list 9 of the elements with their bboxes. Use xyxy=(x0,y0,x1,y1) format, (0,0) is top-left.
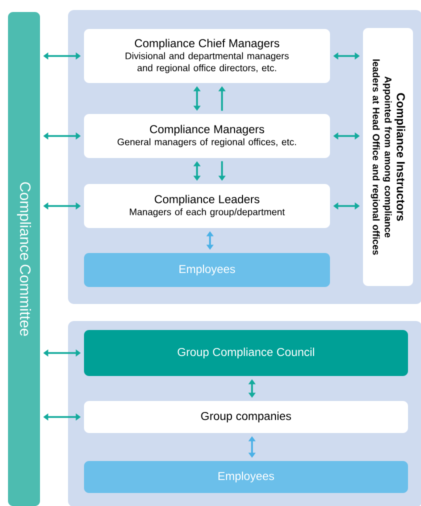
role-box: Compliance Leaders Managers of each group/department xyxy=(84,184,330,228)
employees-box: Employees xyxy=(84,253,330,287)
role-box: Compliance Chief Managers Divisional and departmental managers and regional office directors, etc. xyxy=(84,29,330,83)
employees-box: Employees xyxy=(84,461,408,493)
council-box: Group Compliance Council xyxy=(84,330,408,376)
instructor-box: Compliance Instructors Appointed from among compliance leaders at Head Office and regional offices xyxy=(363,28,413,286)
role-box: Group companies xyxy=(84,401,408,433)
role-box: Compliance Managers General managers of regional offices, etc. xyxy=(84,114,330,158)
committee-band: Compliance Committee xyxy=(8,12,40,506)
